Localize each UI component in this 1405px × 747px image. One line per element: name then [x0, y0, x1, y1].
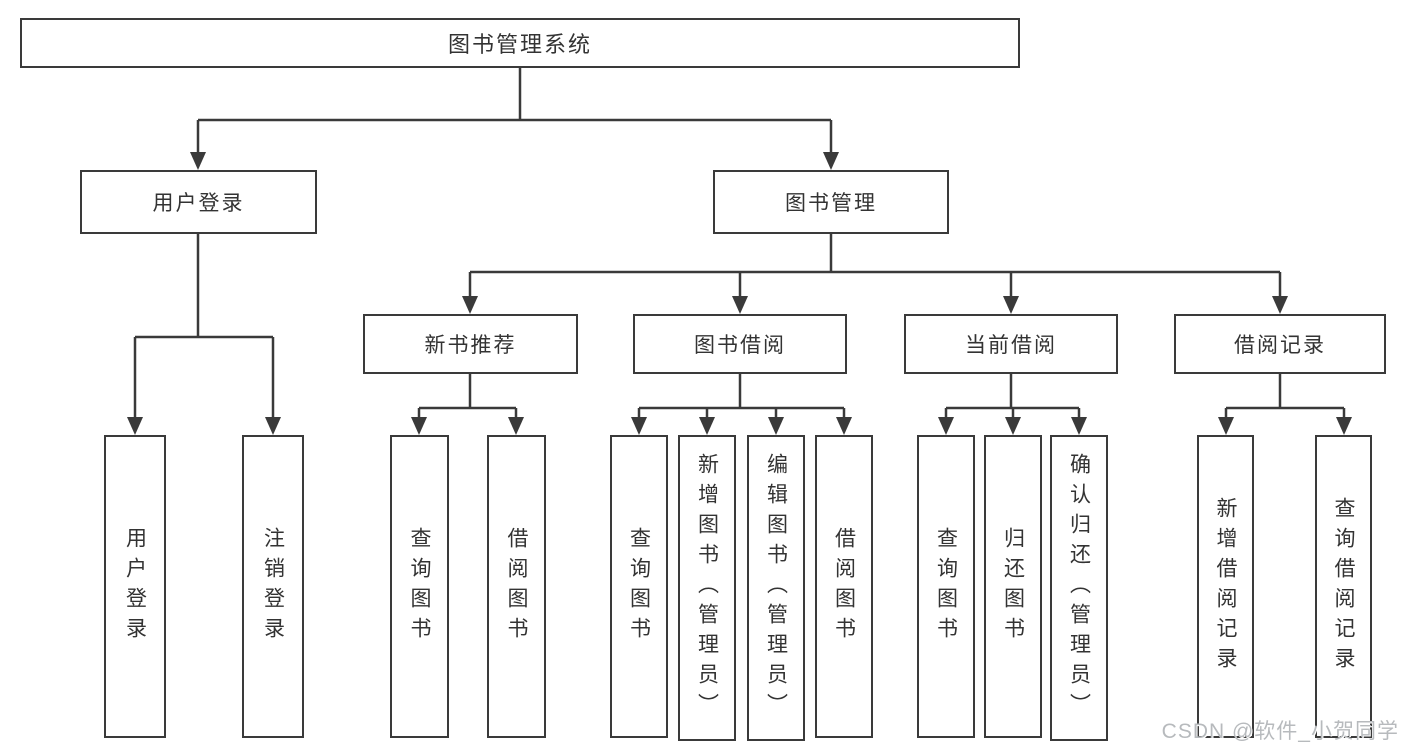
arrow-down-icon: [462, 296, 478, 314]
node-leaf-query-books-2: 查询图书: [610, 435, 668, 738]
arrow-down-icon: [1272, 296, 1288, 314]
node-leaf-confirm-return-admin: 确认归还（管理员）: [1050, 435, 1108, 741]
node-leaf-borrow-books-1: 借阅图书: [487, 435, 546, 738]
arrow-down-icon: [265, 417, 281, 435]
arrow-down-icon: [1071, 417, 1087, 435]
node-leaf-query-borrow-record: 查询借阅记录: [1315, 435, 1372, 738]
arrow-down-icon: [190, 152, 206, 170]
node-new-book-recommendation: 新书推荐: [363, 314, 578, 374]
arrow-down-icon: [127, 417, 143, 435]
node-book-management-branch: 图书管理: [713, 170, 949, 234]
arrow-down-icon: [411, 417, 427, 435]
arrow-down-icon: [768, 417, 784, 435]
watermark: CSDN @软件_小贺同学: [1161, 720, 1399, 743]
node-current-borrowing: 当前借阅: [904, 314, 1118, 374]
connector-lines: [133, 68, 1346, 418]
arrow-down-icon: [1336, 417, 1352, 435]
node-leaf-query-books-3: 查询图书: [917, 435, 975, 738]
arrow-down-icon: [1003, 296, 1019, 314]
arrowhead-icons: [127, 152, 1352, 435]
arrow-down-icon: [732, 296, 748, 314]
arrow-down-icon: [938, 417, 954, 435]
node-leaf-borrow-books-2: 借阅图书: [815, 435, 873, 738]
node-leaf-edit-books-admin: 编辑图书（管理员）: [747, 435, 805, 741]
arrow-down-icon: [836, 417, 852, 435]
arrow-down-icon: [1218, 417, 1234, 435]
node-leaf-logout: 注销登录: [242, 435, 304, 738]
node-leaf-add-books-admin: 新增图书（管理员）: [678, 435, 736, 741]
node-leaf-return-books: 归还图书: [984, 435, 1042, 738]
node-book-borrowing: 图书借阅: [633, 314, 847, 374]
node-leaf-add-borrow-record: 新增借阅记录: [1197, 435, 1254, 738]
arrow-down-icon: [699, 417, 715, 435]
arrow-down-icon: [508, 417, 524, 435]
node-library-management-system: 图书管理系统: [20, 18, 1020, 68]
arrow-down-icon: [1005, 417, 1021, 435]
node-leaf-query-books-1: 查询图书: [390, 435, 449, 738]
node-leaf-user-login: 用户登录: [104, 435, 166, 738]
node-borrowing-records: 借阅记录: [1174, 314, 1386, 374]
arrow-down-icon: [631, 417, 647, 435]
arrow-down-icon: [823, 152, 839, 170]
node-user-login-branch: 用户登录: [80, 170, 317, 234]
